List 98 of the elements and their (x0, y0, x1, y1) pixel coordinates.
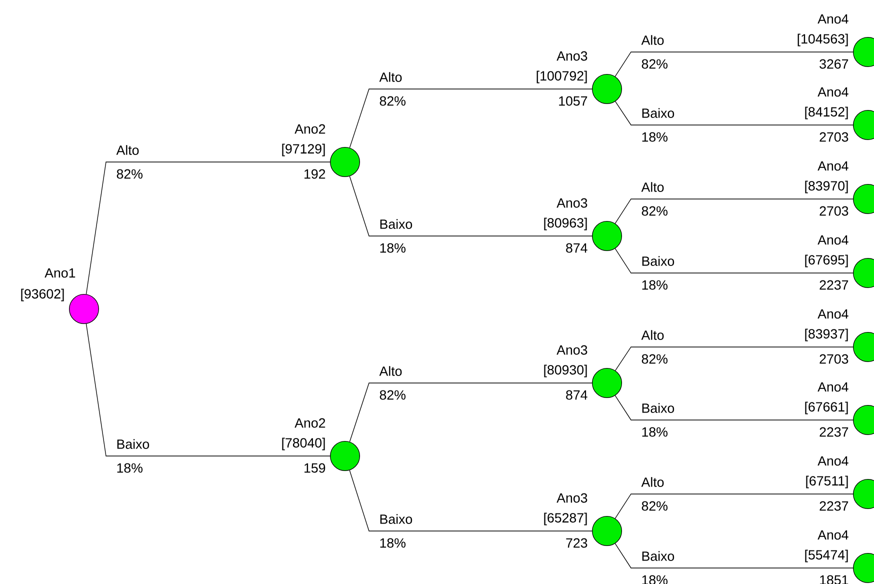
probability-label: 82% (642, 206, 668, 216)
node-label: Ano4 (818, 382, 848, 392)
branch-line (614, 395, 854, 420)
node-label: Ano3 (556, 345, 588, 355)
probability-label: 18% (117, 463, 142, 473)
node-label: Ano3 (556, 51, 588, 61)
node-label: [84152] (805, 106, 848, 120)
branch-line (614, 198, 854, 224)
probability-label: 82% (380, 390, 406, 400)
branch-line (615, 101, 854, 126)
probability-label: 82% (642, 354, 668, 364)
node-label: [97129] (282, 144, 325, 156)
branch-line (614, 248, 854, 274)
edge-label: Alto (379, 72, 402, 82)
chance-node: Ano3 [100792] 1057 (536, 51, 622, 106)
chance-node: Ano2 [97129] 192 (282, 124, 360, 179)
node-label: [104563] (798, 34, 848, 46)
edge-label: Baixo (380, 219, 412, 229)
node-label: Ano2 (294, 418, 326, 428)
edge-label: Baixo (642, 403, 674, 413)
node-label: Ano4 (818, 456, 848, 466)
node-label: [83937] (805, 328, 848, 342)
node-label: Ano1 (44, 268, 76, 278)
probability-label: 82% (642, 501, 668, 511)
probability-label: 82% (380, 96, 406, 106)
probability-label: 18% (380, 243, 406, 253)
chance-node: Ano4 [83937] 2703 (805, 309, 874, 364)
probability-label: 18% (642, 427, 668, 437)
edge-label: Baixo (380, 514, 412, 524)
node-label: [67661] (805, 402, 848, 414)
node-label: 2703 (820, 132, 848, 142)
probability-label: 82% (642, 59, 668, 69)
node-label: 192 (304, 169, 326, 179)
branch-line (86, 324, 330, 456)
node-label: [67695] (805, 254, 848, 268)
node-label: [78040] (282, 438, 325, 450)
node-label: 2237 (820, 280, 848, 290)
node-label: 874 (566, 390, 588, 400)
chance-node: Ano3 [80963] 874 (544, 198, 622, 253)
chance-node: Ano4 [67695] 2237 (805, 235, 874, 290)
branch-line (614, 543, 854, 568)
chance-node: Ano3 [65287] 723 (544, 493, 622, 548)
edge-label: Alto (641, 477, 664, 487)
edge-label: Alto (641, 182, 664, 192)
node-label: Ano4 (818, 87, 848, 97)
branch-line (614, 52, 854, 77)
node-label: Ano4 (818, 14, 848, 24)
branch-line (349, 382, 592, 442)
node-label: Ano4 (818, 530, 848, 540)
edge-label: Alto (641, 330, 664, 340)
chance-node: Ano4 [67661] 2237 (805, 382, 874, 437)
probability-label: 18% (380, 538, 406, 548)
node-label: 723 (566, 538, 588, 548)
branch-line (349, 470, 592, 532)
node-label: 3267 (820, 59, 848, 69)
node-label: 2703 (820, 354, 848, 364)
chance-node: Ano4 [67511] 2237 (806, 456, 874, 511)
node-label: 874 (566, 243, 588, 253)
chance-node: Ano4 [84152] 2703 (805, 87, 874, 142)
edge-label: Baixo (642, 256, 674, 266)
node-label: [55474] (805, 550, 848, 562)
edge-label: Baixo (642, 108, 674, 118)
probability-label: 82% (116, 169, 142, 179)
node-label: [100792] (536, 70, 587, 84)
node-label: [80930] (544, 364, 587, 378)
branch-line (614, 494, 854, 519)
edge-label: Alto (379, 366, 402, 376)
edge-label: Baixo (642, 551, 674, 561)
node-label: 1057 (559, 96, 588, 106)
node-label: [83970] (805, 180, 848, 194)
node-label: [93602] (21, 288, 64, 302)
node-label: Ano4 (818, 309, 848, 319)
edge-label: Alto (641, 35, 664, 45)
chance-node: Ano2 [78040] 159 (282, 418, 360, 473)
chance-node: Ano4 [83970] 2703 (805, 161, 874, 216)
node-label: Ano4 (818, 161, 848, 171)
chance-node: Ano4 [104563] 3267 (798, 14, 874, 69)
chance-node: Ano1 [93602] (21, 268, 99, 324)
node-label: [67511] (806, 476, 848, 488)
probability-label: 18% (642, 280, 668, 290)
branch-line (86, 162, 330, 294)
node-label: Ano4 (818, 235, 848, 245)
node-label: [65287] (544, 512, 587, 526)
edge-label: Baixo (117, 439, 150, 449)
branch-line (349, 88, 592, 148)
node-label: 2703 (820, 206, 848, 216)
node-label: 159 (304, 463, 326, 473)
probability-label: 18% (642, 132, 668, 142)
branch-line (349, 176, 592, 236)
node-label: 2237 (820, 427, 848, 437)
chance-node: Ano3 [80930] 874 (544, 345, 622, 400)
node-label: Ano2 (294, 124, 326, 134)
node-label: Ano3 (556, 493, 588, 503)
node-label: [80963] (544, 218, 587, 230)
node-label: 2237 (820, 501, 848, 511)
edge-label: Alto (116, 145, 139, 155)
branch-line (615, 346, 854, 371)
node-label: Ano3 (556, 198, 588, 208)
